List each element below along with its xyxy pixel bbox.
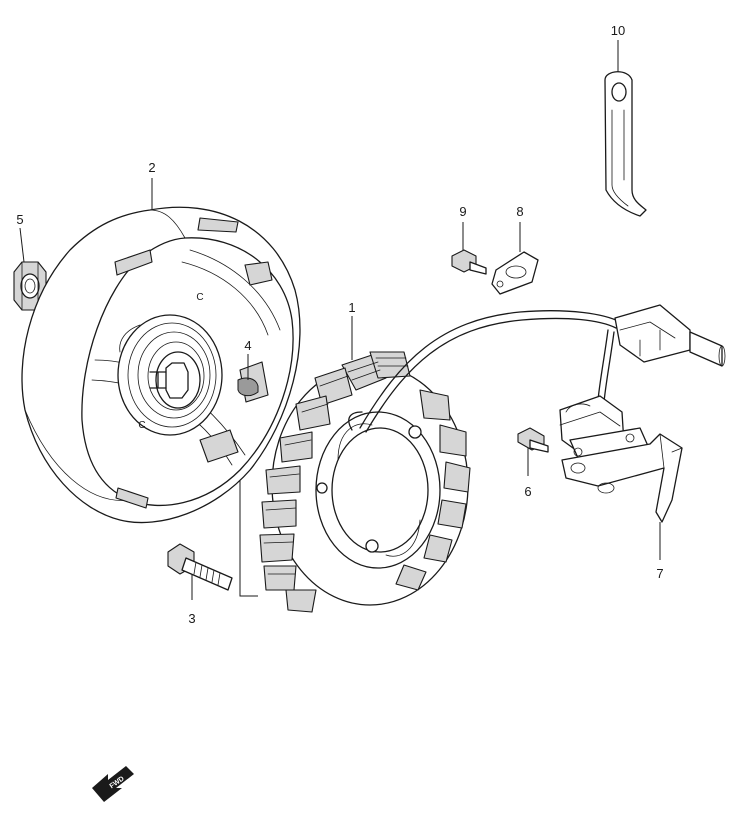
fwd-arrow-icon: FWD (92, 766, 134, 802)
callout-1: 1 (348, 300, 355, 315)
wire-clamp (604, 71, 647, 217)
wire-clamp-plate (491, 251, 539, 295)
flywheel-mark-b: C (138, 420, 145, 431)
callout-3: 3 (188, 611, 195, 626)
stator-bolt (167, 543, 233, 591)
flywheel-mark-a: C (196, 292, 203, 303)
callout-2: 2 (148, 160, 155, 175)
stator-coil (259, 351, 471, 613)
pickup-bolt (517, 427, 549, 453)
callout-8: 8 (516, 204, 523, 219)
wire-harness (359, 304, 726, 433)
callout-6: 6 (524, 484, 531, 499)
pickup-coil (559, 395, 649, 459)
callout-9: 9 (459, 204, 466, 219)
bolt-reference-line (239, 480, 258, 597)
leader-lines (19, 40, 661, 600)
clamp-bolt (451, 249, 487, 275)
pickup-bracket (561, 433, 683, 523)
flywheel-rotor: C C (21, 206, 301, 524)
callout-5: 5 (16, 212, 23, 227)
callout-4: 4 (244, 338, 251, 353)
callout-10: 10 (611, 23, 625, 38)
callout-7: 7 (656, 566, 663, 581)
